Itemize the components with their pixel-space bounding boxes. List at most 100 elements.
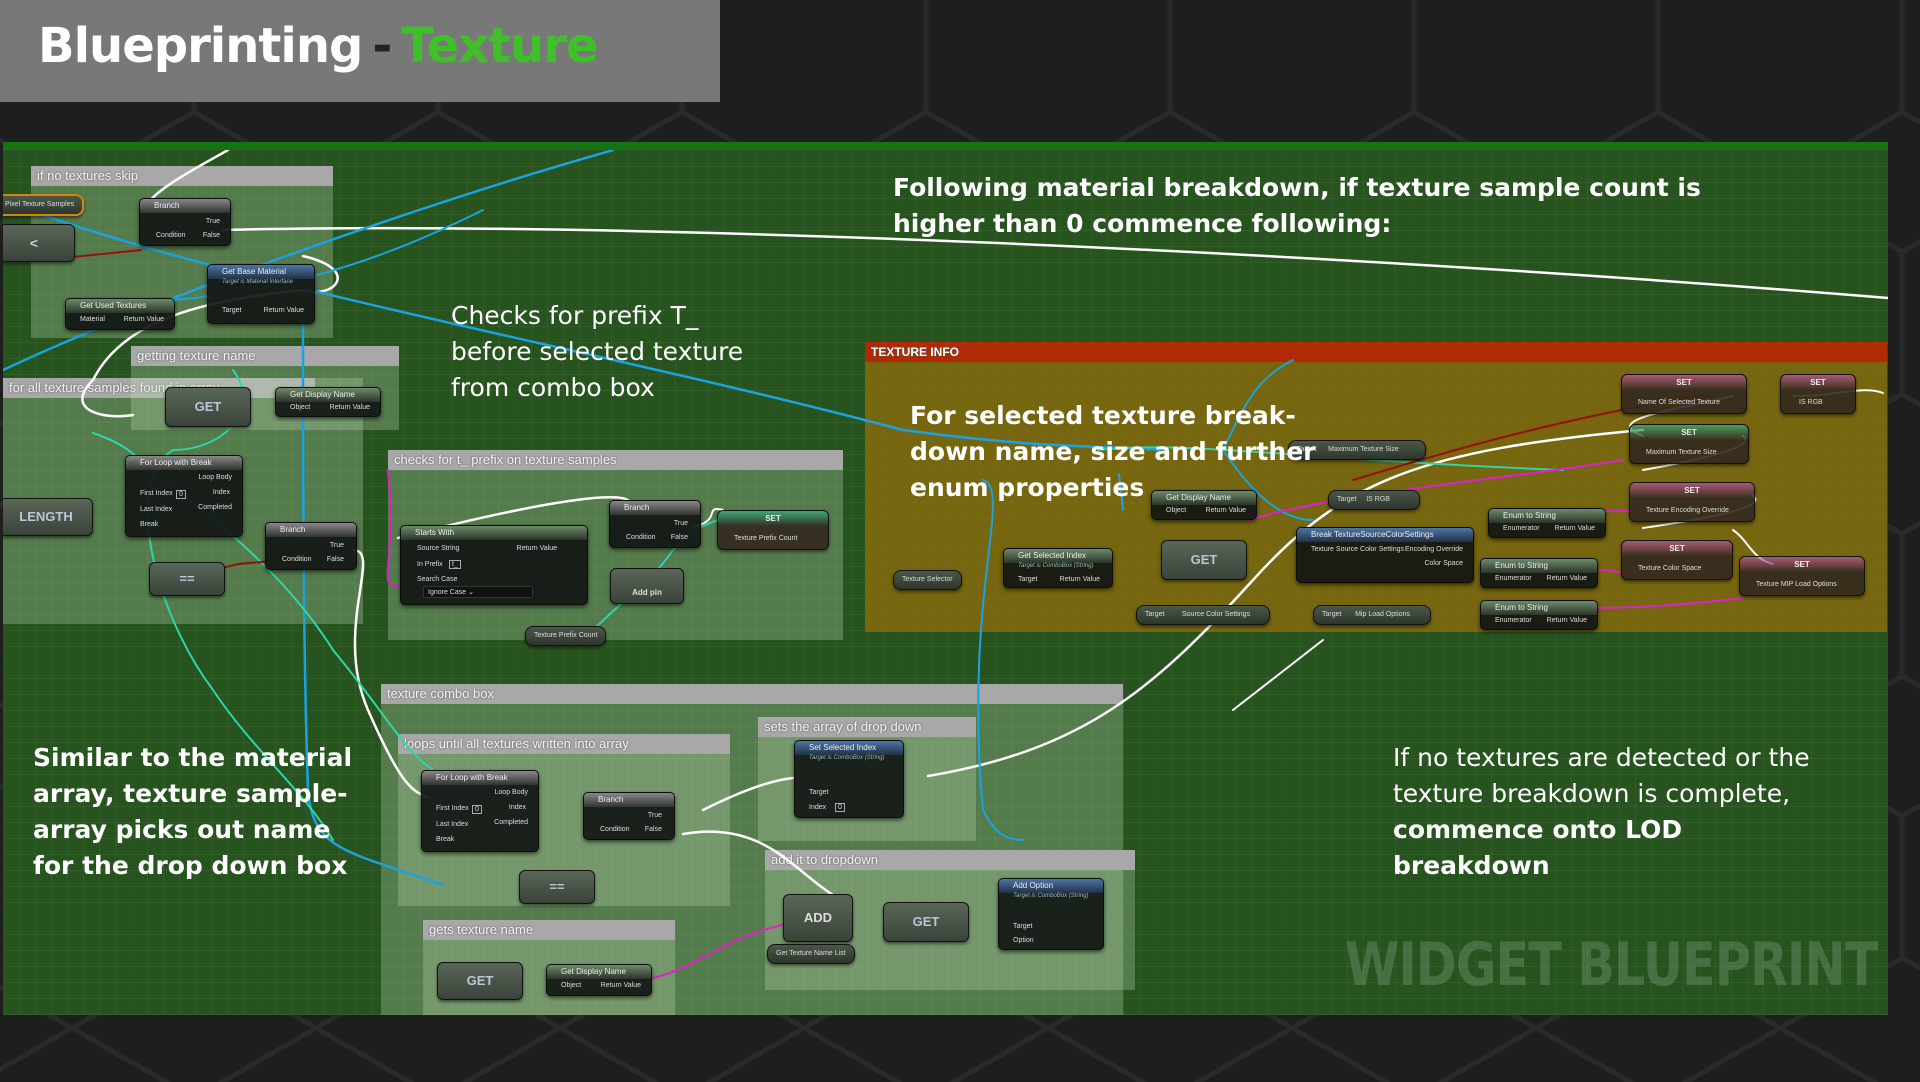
- set-texture-encoding-override-node[interactable]: SET Texture Encoding Override: [1629, 482, 1755, 522]
- get-texture-name-list-variable[interactable]: Get Texture Name List: [767, 944, 855, 964]
- pin-is-rgb[interactable]: IS RGB: [1799, 399, 1823, 406]
- pin-false[interactable]: False: [326, 556, 344, 563]
- pin-option[interactable]: Option: [1013, 937, 1034, 944]
- for-loop-with-break-node[interactable]: For Loop with Break Loop Body First Inde…: [125, 455, 243, 537]
- pin-return-value[interactable]: Return Value: [600, 982, 641, 989]
- pin-true[interactable]: True: [329, 542, 344, 549]
- pin-target[interactable]: Target: [1297, 446, 1317, 453]
- set-name-of-selected-texture-node[interactable]: SET Name Of Selected Texture: [1621, 374, 1747, 414]
- add-pin-button[interactable]: Add pin: [632, 588, 662, 597]
- pin-texture-encoding-override[interactable]: Texture Encoding Override: [1646, 507, 1729, 514]
- pin-false[interactable]: False: [202, 232, 220, 239]
- pin-true[interactable]: True: [205, 218, 220, 225]
- pin-return-value[interactable]: Return Value: [1205, 507, 1246, 514]
- pin-break[interactable]: Break: [436, 836, 455, 843]
- set-maximum-texture-size-node[interactable]: SET Maximum Texture Size: [1629, 424, 1749, 464]
- enum-to-string-node[interactable]: Enum to String Enumerator Return Value: [1480, 558, 1598, 588]
- branch-node[interactable]: Branch True Condition False: [609, 500, 701, 548]
- pin-break[interactable]: Break: [140, 521, 159, 528]
- pin-return-value[interactable]: Return Value: [1546, 617, 1587, 624]
- index-input[interactable]: 0: [835, 803, 845, 812]
- blueprint-canvas[interactable]: if no textures skip for all texture samp…: [3, 142, 1888, 1015]
- pin-texture-mip-load-options[interactable]: Texture MIP Load Options: [1756, 581, 1837, 588]
- get-display-name-node[interactable]: Get Display Name Object Return Value: [1151, 490, 1257, 520]
- pin-return-value[interactable]: Return Value: [263, 307, 304, 314]
- pin-true[interactable]: True: [647, 812, 662, 819]
- pin-material[interactable]: Material: [80, 316, 105, 323]
- pin-return-value[interactable]: Return Value: [329, 404, 370, 411]
- pin-target[interactable]: Target: [1013, 923, 1033, 930]
- get-array-node[interactable]: GET: [1161, 540, 1247, 580]
- pin-in-prefix[interactable]: In Prefix: [417, 561, 443, 568]
- pin-color-space[interactable]: Color Space: [1424, 560, 1463, 567]
- pin-maximum-texture-size[interactable]: Maximum Texture Size: [1646, 449, 1717, 456]
- get-display-name-node[interactable]: Get Display Name Object Return Value: [275, 387, 381, 417]
- less-than-node[interactable]: <: [3, 224, 75, 262]
- pin-completed[interactable]: Completed: [494, 819, 528, 826]
- pin-first-index[interactable]: First Index: [140, 490, 173, 497]
- set-texture-color-space-node[interactable]: SET Texture Color Space: [1621, 540, 1733, 580]
- pin-target[interactable]: Target: [1145, 611, 1165, 618]
- pin-condition[interactable]: Condition: [282, 556, 312, 563]
- get-base-material-node[interactable]: Get Base Material Target is Material Int…: [207, 264, 315, 324]
- pin-index[interactable]: Index: [212, 489, 230, 496]
- pixel-texture-samples-variable[interactable]: Pixel Texture Samples: [3, 194, 85, 216]
- pin-source-string[interactable]: Source String: [417, 545, 460, 552]
- pin-last-index[interactable]: Last Index: [436, 821, 469, 828]
- pin-false[interactable]: False: [670, 534, 688, 541]
- add-option-node[interactable]: Add Option Target is ComboBox (String) T…: [998, 878, 1104, 950]
- branch-node[interactable]: Branch True Condition False: [583, 792, 675, 840]
- pin-last-index[interactable]: Last Index: [140, 506, 173, 513]
- for-loop-with-break-node[interactable]: For Loop with Break Loop Body First Inde…: [421, 770, 539, 852]
- equals-node[interactable]: ==: [519, 870, 595, 904]
- maximum-texture-size-node[interactable]: Target Maximum Texture Size: [1288, 440, 1426, 460]
- pin-first-index[interactable]: First Index: [436, 805, 469, 812]
- pin-target[interactable]: Target: [1337, 496, 1357, 503]
- pin-true[interactable]: True: [673, 520, 688, 527]
- get-selected-index-node[interactable]: Get Selected Index Target is ComboBox (S…: [1003, 548, 1113, 588]
- pin-target[interactable]: Target: [222, 307, 242, 314]
- set-is-rgb-node[interactable]: SET IS RGB: [1780, 374, 1856, 414]
- pin-name-of-selected-texture[interactable]: Name Of Selected Texture: [1638, 399, 1720, 406]
- set-selected-index-node[interactable]: Set Selected Index Target is ComboBox (S…: [794, 740, 904, 818]
- pin-maximum-texture-size[interactable]: Maximum Texture Size: [1328, 446, 1399, 453]
- mip-load-options-node[interactable]: Target Mip Load Options: [1313, 605, 1431, 625]
- pin-return-value[interactable]: Return Value: [516, 545, 557, 552]
- set-texture-mip-load-options-node[interactable]: SET Texture MIP Load Options: [1739, 556, 1865, 596]
- pin-target[interactable]: Target: [1018, 576, 1038, 583]
- branch-node[interactable]: Branch True Condition False: [139, 198, 231, 246]
- pin-texture-prefix-count[interactable]: Texture Prefix Count: [734, 535, 798, 542]
- pin-object[interactable]: Object: [561, 982, 582, 989]
- starts-with-node[interactable]: Starts With Source String Return Value I…: [400, 525, 588, 605]
- pin-index[interactable]: Index: [508, 804, 526, 811]
- length-node[interactable]: LENGTH: [3, 498, 93, 536]
- pin-return-value[interactable]: Return Value: [123, 316, 164, 323]
- break-texture-source-color-settings-node[interactable]: Break TextureSourceColorSettings Texture…: [1296, 527, 1474, 583]
- pin-loop-body[interactable]: Loop Body: [198, 474, 232, 481]
- search-case-dropdown[interactable]: Ignore Case ⌄: [423, 586, 533, 598]
- is-rgb-node[interactable]: Target IS RGB: [1328, 490, 1420, 510]
- texture-selector-variable[interactable]: Texture Selector: [893, 570, 962, 590]
- pin-source-color-settings[interactable]: Source Color Settings: [1181, 611, 1251, 618]
- pin-texture-color-space[interactable]: Texture Color Space: [1638, 565, 1702, 572]
- source-color-settings-node[interactable]: Target Source Color Settings: [1136, 605, 1270, 625]
- pin-is-rgb[interactable]: IS RGB: [1366, 496, 1390, 503]
- pin-texture-source-color-settings[interactable]: Texture Source Color Settings: [1311, 546, 1404, 553]
- pin-mip-load-options[interactable]: Mip Load Options: [1355, 611, 1410, 618]
- pin-object[interactable]: Object: [290, 404, 311, 411]
- pin-return-value[interactable]: Return Value: [1546, 575, 1587, 582]
- pin-target[interactable]: Target: [1322, 611, 1342, 618]
- pin-index[interactable]: Index: [809, 804, 827, 811]
- texture-prefix-count-variable[interactable]: Texture Prefix Count: [525, 626, 607, 646]
- get-array-node[interactable]: GET: [165, 387, 251, 427]
- get-array-node[interactable]: GET: [883, 902, 969, 942]
- pin-enumerator[interactable]: Enumerator: [1495, 575, 1532, 582]
- enum-to-string-node[interactable]: Enum to String Enumerator Return Value: [1488, 508, 1606, 538]
- pin-return-value[interactable]: Return Value: [1554, 525, 1595, 532]
- get-array-node[interactable]: GET: [437, 962, 523, 1000]
- pin-enumerator[interactable]: Enumerator: [1503, 525, 1540, 532]
- pin-condition[interactable]: Condition: [600, 826, 630, 833]
- pin-target[interactable]: Target: [809, 789, 829, 796]
- add-int-node[interactable]: Add pin: [610, 568, 684, 604]
- pin-object[interactable]: Object: [1166, 507, 1187, 514]
